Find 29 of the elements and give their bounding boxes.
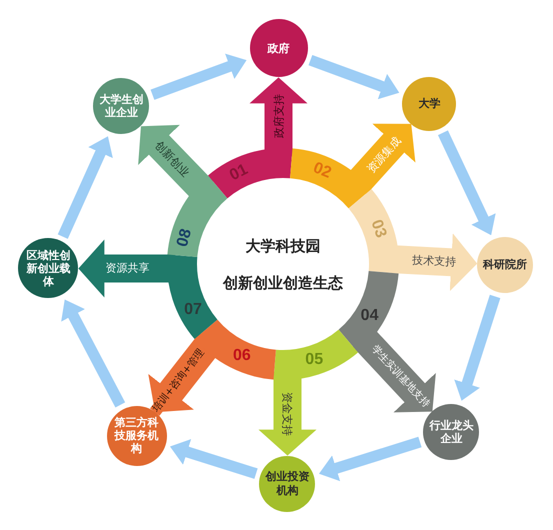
flow-arrow [150, 54, 248, 100]
flow-arrow [438, 130, 496, 238]
flow-arrow [168, 439, 258, 479]
flow-arrow [317, 436, 422, 482]
flow-arrow [58, 134, 113, 239]
flow-arrow [454, 294, 500, 402]
stakeholder-name: 创业投资机构 [264, 470, 310, 497]
stakeholder-name: 大学 [417, 97, 442, 110]
edge-label: 政府支持 [272, 93, 286, 140]
stakeholder-name: 政府 [266, 42, 290, 55]
stakeholder-name: 行业龙头企业 [428, 418, 474, 446]
segment-number: 08 [174, 226, 196, 249]
segment-number: 05 [305, 351, 324, 370]
edge-label: 资金支持 [280, 390, 294, 437]
flow-arrow [308, 54, 402, 100]
segment-number: 02 [310, 159, 334, 183]
segment-number: 07 [184, 300, 202, 319]
stakeholder-name: 第三方科技服务机构 [113, 416, 160, 456]
stakeholder-name: 区域性创新创业载体 [25, 248, 72, 288]
segment-number: 04 [360, 307, 378, 326]
segment-number: 01 [226, 161, 251, 186]
segment-number: 06 [233, 347, 251, 366]
stakeholder-name: 大学生创业企业 [98, 92, 144, 120]
center-subtitle: 创新创业创造生态 [223, 274, 343, 292]
stakeholder-name: 科研院所 [482, 258, 528, 272]
edge-label: 资源共享 [104, 262, 150, 276]
center-title: 大学科技园 [246, 236, 320, 254]
flow-arrow [60, 296, 126, 408]
segment-number: 03 [366, 218, 390, 241]
